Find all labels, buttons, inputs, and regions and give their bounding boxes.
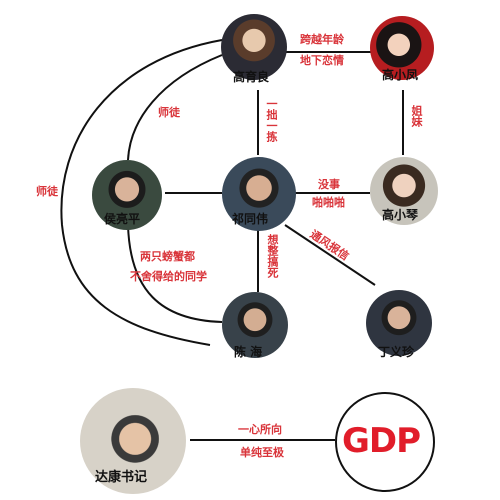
label-qi-xiaoqin-2: 啪啪啪 <box>312 196 345 209</box>
name-ding-yizhen: 丁义珍 <box>378 345 415 359</box>
label-gao-xiaofeng-2: 地下恋情 <box>300 54 344 67</box>
name-gao-xiaofeng: 高小凤 <box>382 68 419 82</box>
label-gao-xiaofeng-1: 跨越年龄 <box>300 33 344 46</box>
label-gao-qi: 一拙一拣 <box>265 98 278 142</box>
line-hou-chen <box>127 224 223 323</box>
line-qi-ding <box>284 224 376 286</box>
name-gao-xiaoqin: 高小琴 <box>382 208 419 222</box>
label-hou-chen-2: 不舍得给的同学 <box>130 270 207 283</box>
name-da-kang: 达康书记 <box>95 470 148 485</box>
name-qi-tongwei: 祁同伟 <box>232 212 269 226</box>
arc-outer <box>60 39 223 346</box>
node-chen-hai[interactable] <box>222 292 288 358</box>
label-gao-hou-inner: 师徒 <box>158 106 180 119</box>
node-da-kang[interactable] <box>80 388 186 494</box>
label-dakang-gdp-1: 一心所向 <box>238 423 282 436</box>
gdp-label: GDP <box>342 421 421 461</box>
name-gao-yuliang: 高育良 <box>233 70 270 84</box>
node-gao-xiaoqin[interactable] <box>370 157 438 225</box>
label-hou-chen-1: 两只螃蟹都 <box>140 250 195 263</box>
node-hou-liangping[interactable] <box>92 160 162 230</box>
label-xiaofeng-xiaoqin: 姐妹 <box>410 105 423 127</box>
node-ding-yizhen[interactable] <box>366 290 432 356</box>
node-gao-yuliang[interactable] <box>221 14 287 80</box>
name-hou-liangping: 侯亮平 <box>104 212 141 226</box>
name-chen-hai: 陈 海 <box>234 345 263 359</box>
node-gao-xiaofeng[interactable] <box>370 16 434 80</box>
node-gdp[interactable] <box>335 392 435 492</box>
label-qi-chen: 想整搞死 <box>266 234 279 278</box>
label-qi-xiaoqin-1: 没事 <box>318 178 340 191</box>
label-dakang-gdp-2: 单纯至极 <box>240 446 284 459</box>
node-qi-tongwei[interactable] <box>222 157 296 231</box>
label-gao-hou-outer: 师徒 <box>36 185 58 198</box>
arc-inner <box>127 54 223 161</box>
